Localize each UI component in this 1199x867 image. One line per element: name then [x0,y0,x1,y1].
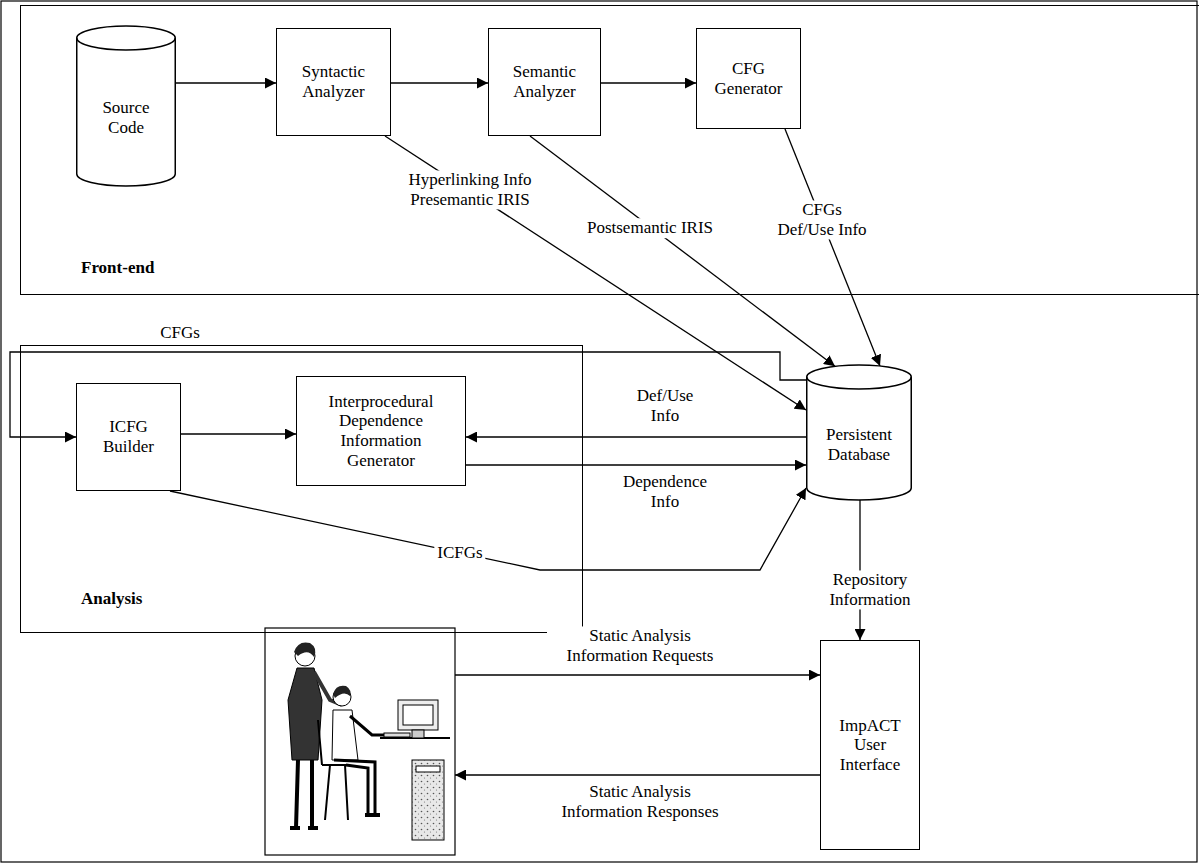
process-box: Interprocedural Dependence Information G… [296,376,466,486]
flow-arrow [785,129,880,366]
edge-label: CFGs [157,323,203,343]
computer-tower [412,760,444,840]
flow-arrow [530,136,835,366]
cylinder-rim [807,377,912,389]
arrow-label: Static Analysis Information Responses [547,782,733,821]
cylinder-body [807,365,912,500]
man-legs [334,760,375,815]
response-arrow [455,774,820,775]
edge-label: CFGs Def/Use Info [772,200,873,239]
monitor-screen [403,705,433,725]
flow-arrow [181,433,296,434]
man-shirt [332,710,358,760]
node-label: Interprocedural Dependence Information G… [311,392,451,470]
process-box: Semantic Analyzer [488,28,601,136]
keyboard [384,733,410,737]
edge-label: Dependence Info [612,472,718,511]
node-label: Persistent Database [814,425,904,464]
man-arm [350,716,392,735]
node-label: ICFG Builder [94,417,164,456]
interface-box: ImpACT User Interface [820,640,920,850]
flow-arrow [176,82,276,83]
man-shoes [365,813,380,817]
man-hair [333,686,351,698]
flow-arrow [466,436,806,437]
process-box: ICFG Builder [76,383,181,491]
flow-arrow [385,136,806,410]
woman-dress [288,668,322,760]
woman-legs [296,760,312,828]
analysis-region: ICFG Builder Interprocedural Dependence I… [20,345,583,633]
database-cylinder: Persistent Database [806,365,912,500]
flow-arrow [466,464,806,465]
user-illustration [265,628,455,855]
monitor [398,700,438,730]
request-arrow [455,674,820,675]
node-label: ImpACT User Interface [830,716,910,775]
edge-label: Hyperlinking Info Presemantic IRIS [397,170,543,209]
region-label: Analysis [81,589,142,609]
node-label: Syntactic Analyzer [289,62,379,101]
edge-label: Repository Information [817,570,923,609]
node-label: Semantic Analyzer [500,62,590,101]
edge-label: Postsemantic IRIS [584,218,716,238]
process-box: CFG Generator [696,28,801,129]
cylinder-rim [77,38,176,50]
monitor-stand [412,730,424,738]
woman-shoes [290,826,318,830]
woman-hair [294,642,315,657]
illustration-frame [265,628,455,855]
front-end-region: Source Code Syntactic Analyzer Semantic An… [20,5,1199,295]
flow-arrow [601,82,696,83]
edge-label: Def/Use Info [622,386,708,425]
cylinder-body [77,26,176,186]
node-label: CFG Generator [709,59,789,98]
process-box: Syntactic Analyzer [276,28,391,136]
arrow-label: Static Analysis Information Requests [547,626,733,665]
drive-slot [416,766,440,772]
chair [318,720,350,820]
edge-label: ICFGs [434,543,485,563]
source-store: Source Code [76,26,176,186]
node-label: Source Code [91,98,161,137]
flow-arrow [391,82,488,83]
region-label: Front-end [81,258,154,278]
